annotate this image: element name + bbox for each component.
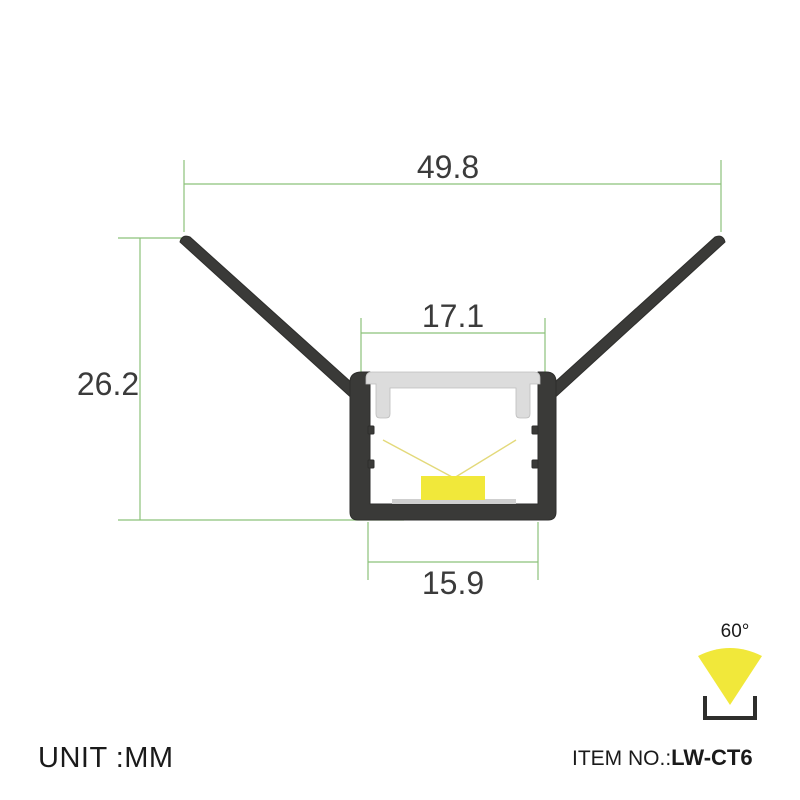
beam-angle-value: 60°: [721, 621, 750, 642]
dimension-inner-bottom-width: 15.9: [367, 522, 539, 601]
unit-label: UNIT :MM: [38, 742, 174, 774]
item-number: ITEM NO.:LW-CT6: [572, 745, 753, 771]
beam-fan-icon: [698, 648, 762, 705]
aluminum-profile: [179, 235, 726, 521]
led-chip: [421, 476, 485, 500]
diffuser-cover: [365, 371, 541, 419]
inner-bottom-width-value: 15.9: [422, 565, 484, 601]
height-value: 26.2: [77, 366, 139, 402]
item-number-code: LW-CT6: [671, 745, 753, 770]
pcb-board: [392, 499, 516, 504]
channel-icon: [703, 696, 757, 720]
item-number-prefix: ITEM NO.:: [572, 747, 672, 770]
dimension-inner-top-width: 17.1: [360, 298, 546, 378]
led-strip: [382, 439, 517, 504]
dimension-overall-width: 49.8: [183, 149, 722, 232]
dimension-height: 26.2: [77, 237, 404, 521]
overall-width-value: 49.8: [417, 149, 479, 185]
beam-angle-icon: 60°: [698, 621, 762, 720]
inner-top-width-value: 17.1: [422, 298, 484, 334]
